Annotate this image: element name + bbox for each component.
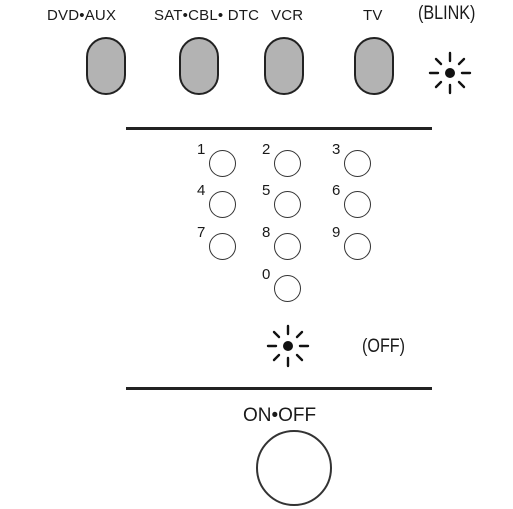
vcr-button[interactable]	[264, 37, 304, 95]
source-label-vcr: VCR	[271, 7, 304, 24]
key-2-button[interactable]	[274, 150, 301, 177]
key-7-button[interactable]	[209, 233, 236, 260]
off-led-icon	[266, 324, 310, 368]
key-label-2: 2	[262, 141, 271, 158]
key-label-9: 9	[332, 224, 341, 241]
key-5-button[interactable]	[274, 191, 301, 218]
key-label-1: 1	[197, 141, 206, 158]
sat-cbl-dtc-button[interactable]	[179, 37, 219, 95]
key-label-4: 4	[197, 182, 206, 199]
key-label-5: 5	[262, 182, 271, 199]
key-8-button[interactable]	[274, 233, 301, 260]
key-4-button[interactable]	[209, 191, 236, 218]
key-3-button[interactable]	[344, 150, 371, 177]
source-label-tv: TV	[363, 7, 383, 24]
power-button[interactable]	[256, 430, 332, 506]
power-label: ON•OFF	[243, 405, 317, 426]
key-9-button[interactable]	[344, 233, 371, 260]
key-label-0: 0	[262, 266, 271, 283]
key-label-6: 6	[332, 182, 341, 199]
key-6-button[interactable]	[344, 191, 371, 218]
dvd-aux-button[interactable]	[86, 37, 126, 95]
key-0-button[interactable]	[274, 275, 301, 302]
top-divider	[126, 127, 432, 130]
key-label-3: 3	[332, 141, 341, 158]
blink-led-icon	[428, 51, 472, 95]
off-indicator-label: (OFF)	[362, 336, 406, 357]
blink-indicator-label: (BLINK)	[418, 3, 476, 24]
source-label-dvd-aux: DVD•AUX	[47, 7, 117, 24]
key-1-button[interactable]	[209, 150, 236, 177]
tv-button[interactable]	[354, 37, 394, 95]
key-label-8: 8	[262, 224, 271, 241]
key-label-7: 7	[197, 224, 206, 241]
bottom-divider	[126, 387, 432, 390]
source-label-sat-cbl-dtc: SAT•CBL• DTC	[154, 7, 260, 24]
